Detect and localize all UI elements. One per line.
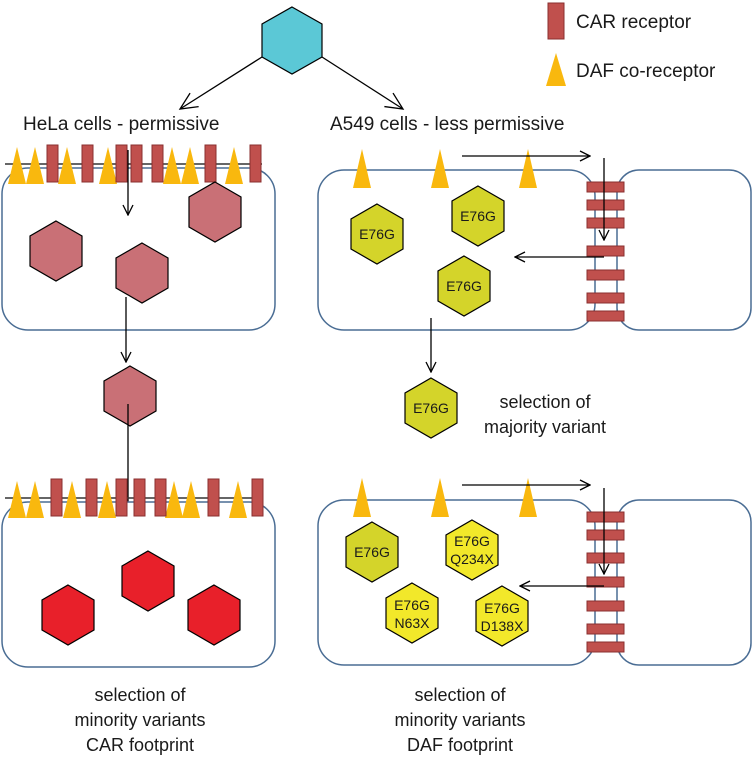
hela-virus-icon	[115, 242, 169, 304]
virus-label: E76G	[460, 208, 496, 224]
virus-label: E76G	[446, 278, 482, 294]
a549-cell-bottom: E76G E76G Q234X E76G N63X E76G D138X	[317, 478, 752, 666]
car-receptor-icon	[251, 478, 264, 517]
arrow-to-a549	[321, 56, 405, 110]
car-receptor-icon	[249, 144, 262, 183]
junction-car-receptors	[586, 511, 625, 653]
car-receptor-icon	[85, 478, 98, 517]
a549-virus-icon	[350, 203, 404, 265]
daf-icon	[229, 481, 247, 518]
legend-car-label: CAR receptor	[576, 12, 692, 33]
car-receptor-icon	[133, 478, 146, 517]
a549-variant-virus-icon	[445, 519, 499, 581]
daf-icon	[26, 147, 44, 184]
arrow-to-hela	[178, 56, 263, 110]
daf-icon	[63, 481, 81, 518]
legend-daf-label: DAF co-receptor	[576, 61, 716, 82]
majority-label-line2: majority variant	[484, 417, 606, 437]
a549-title: A549 cells - less permissive	[330, 114, 564, 135]
virus-label: E76G	[354, 544, 390, 560]
car-receptor-icon	[151, 144, 164, 183]
junction-car-receptors	[586, 181, 625, 322]
majority-label-line1: selection of	[499, 392, 591, 412]
car-receptor-icon	[204, 144, 217, 183]
virus-label: N63X	[394, 615, 430, 631]
car-receptor-icon	[115, 144, 128, 183]
car-receptor-icon	[81, 144, 94, 183]
a549-variant-virus-icon	[385, 582, 439, 644]
start-virus-icon	[261, 6, 323, 75]
virus-label: E76G	[454, 533, 490, 549]
a549-virus-icon	[437, 255, 491, 317]
hela-variant-virus-icon	[41, 584, 95, 646]
a549-released-virus-icon	[404, 377, 458, 439]
hela-variant-virus-icon	[187, 584, 241, 646]
hela-cell-top	[1, 144, 276, 331]
hela-caption-line1: selection of	[94, 685, 186, 705]
virus-label: D138X	[481, 618, 524, 634]
daf-icon	[519, 478, 537, 517]
hela-variant-virus-icon	[121, 550, 175, 612]
daf-icon	[353, 149, 371, 188]
a549-cell-top: E76G E76G E76G	[317, 149, 752, 331]
virus-label: E76G	[394, 597, 430, 613]
daf-icon	[182, 481, 200, 518]
virus-label: E76G	[359, 226, 395, 242]
hela-virus-icon	[188, 181, 242, 243]
daf-icon	[431, 149, 449, 188]
a549-caption-line1: selection of	[414, 685, 506, 705]
virus-label: E76G	[484, 600, 520, 616]
virus-label: Q234X	[450, 551, 494, 567]
a549-variant-virus-icon	[475, 585, 529, 647]
daf-icon	[98, 481, 116, 518]
a549-caption-line2: minority variants	[394, 710, 525, 730]
car-receptor-icon	[207, 478, 220, 517]
daf-icon	[431, 478, 449, 517]
daf-icon	[225, 147, 243, 184]
daf-icon	[8, 147, 26, 184]
daf-icon	[353, 478, 371, 517]
a549-caption-line3: DAF footprint	[407, 735, 513, 755]
daf-icon	[26, 481, 44, 518]
hela-virus-icon	[29, 220, 83, 282]
hela-caption-line3: CAR footprint	[86, 735, 194, 755]
legend: CAR receptor DAF co-receptor	[546, 2, 716, 86]
hela-cell-bottom	[1, 478, 276, 668]
car-receptor-icon	[115, 478, 128, 517]
daf-icon	[58, 147, 76, 184]
daf-icon	[519, 149, 537, 188]
hela-title: HeLa cells - permissive	[23, 114, 219, 135]
virus-label: E76G	[413, 400, 449, 416]
car-receptor-icon	[130, 144, 143, 183]
daf-icon	[99, 147, 117, 184]
car-receptor-icon	[154, 478, 167, 517]
daf-icon	[8, 481, 26, 518]
a549-virus-icon	[451, 185, 505, 247]
daf-icon	[163, 147, 181, 184]
hela-caption-line2: minority variants	[74, 710, 205, 730]
daf-icon	[181, 147, 199, 184]
daf-legend-icon	[546, 53, 566, 86]
car-receptor-icon	[50, 478, 63, 517]
car-receptor-icon	[46, 144, 59, 183]
hela-released-virus-icon	[103, 365, 157, 427]
a549-virus-icon	[345, 521, 399, 583]
daf-icon	[165, 481, 183, 518]
car-receptor-legend-icon	[547, 2, 565, 40]
